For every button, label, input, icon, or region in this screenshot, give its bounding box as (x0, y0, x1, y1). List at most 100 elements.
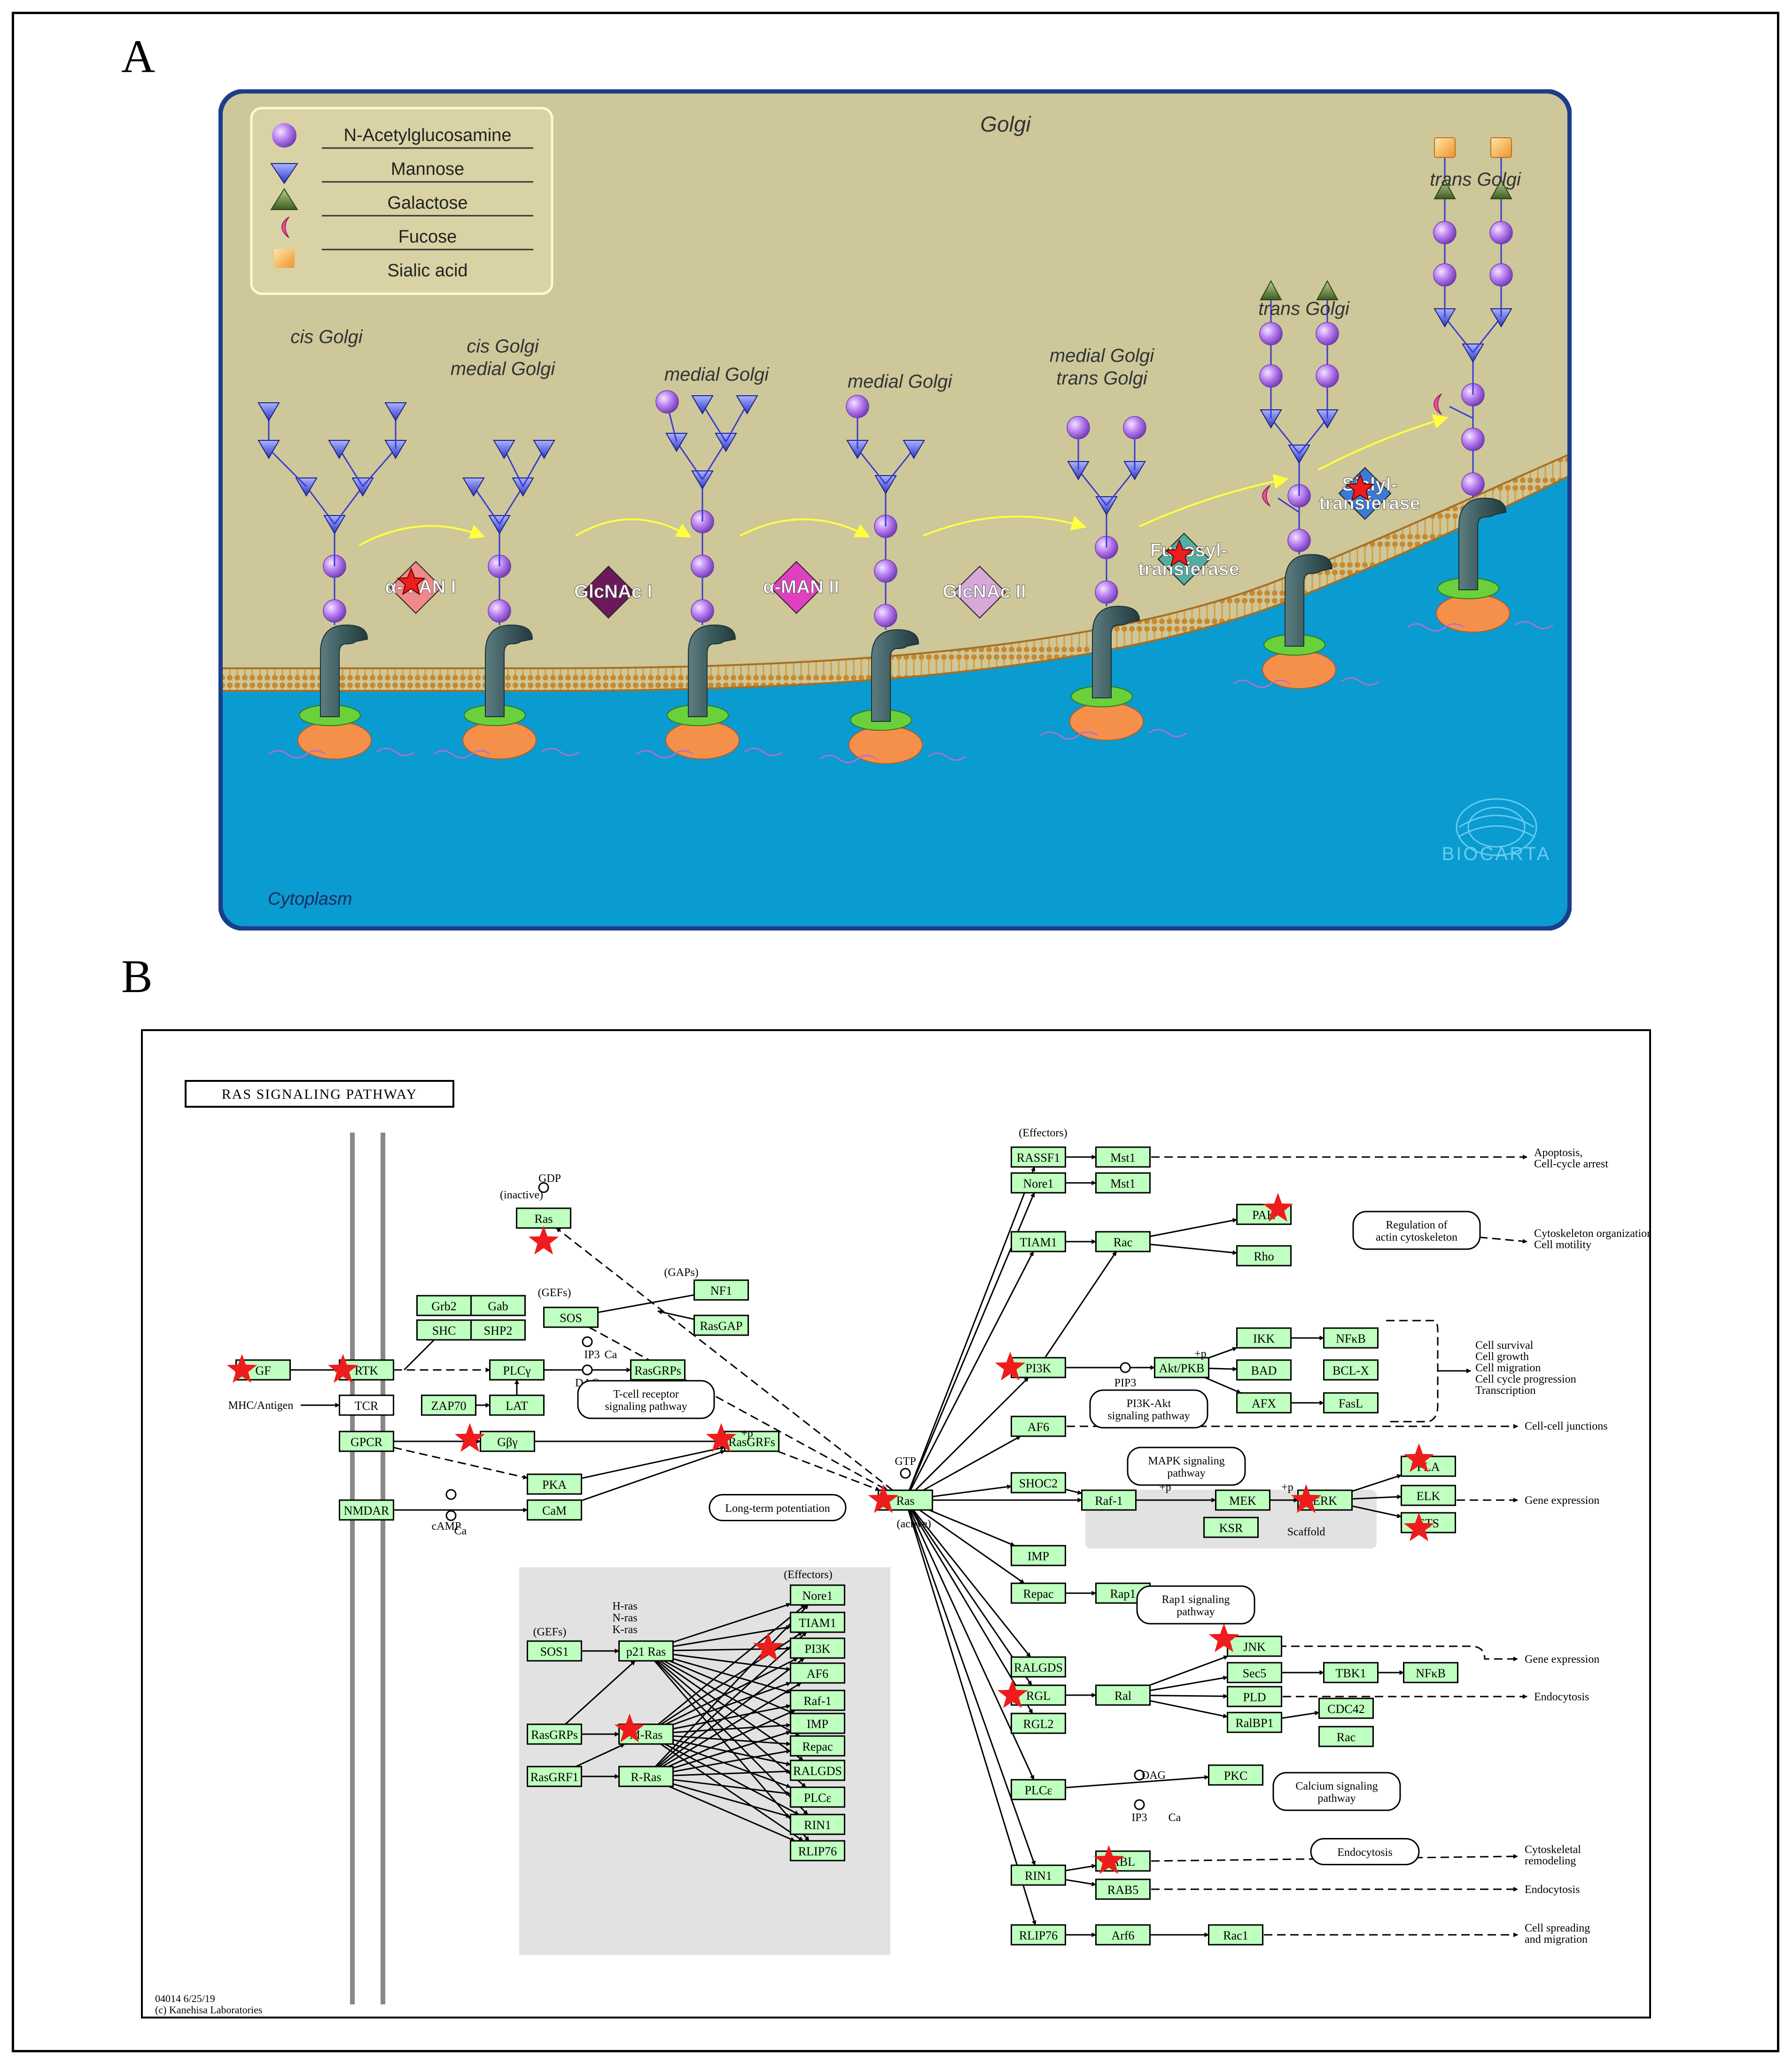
svg-text:RGL2: RGL2 (1023, 1717, 1054, 1731)
gene-repac: Repac (1011, 1582, 1066, 1604)
gene-rassf1: RASSF1 (1011, 1146, 1066, 1168)
gene-akt: Akt/PKB (1154, 1357, 1209, 1378)
gene-sos: SOS (543, 1306, 599, 1328)
svg-text:AF6: AF6 (1028, 1420, 1049, 1434)
compound-icon (445, 1510, 457, 1521)
gene-plcg: PLCγ (489, 1359, 545, 1381)
svg-text:RALGDS: RALGDS (1014, 1661, 1063, 1674)
protein-stalk-icon (1458, 497, 1507, 590)
label-hras: H-ras (612, 1600, 637, 1612)
gene-rab5: RAB5 (1095, 1878, 1151, 1900)
glcnac-icon (691, 555, 714, 578)
svg-text:BAD: BAD (1251, 1364, 1277, 1377)
label-gefs: (GEFs) (538, 1287, 571, 1299)
legend-label: N-Acetylglucosamine (344, 125, 512, 145)
sialic-acid-icon (1490, 137, 1512, 158)
gene-rasgap: RasGAP (693, 1314, 749, 1336)
red-star-icon (995, 1352, 1026, 1381)
svg-text:PI3K: PI3K (1026, 1361, 1052, 1375)
legend-label: Sialic acid (387, 261, 467, 281)
svg-text:Mst1: Mst1 (1110, 1151, 1135, 1165)
svg-text:Ral: Ral (1114, 1689, 1131, 1703)
note-ltp (709, 1494, 847, 1521)
gene-bad: BAD (1236, 1359, 1292, 1381)
outcome-cyto: Cytoskeleton organization (1534, 1228, 1651, 1240)
glcnac-icon (323, 599, 346, 623)
red-star-icon (528, 1226, 559, 1255)
compound-icon (1120, 1362, 1131, 1373)
mannose-icon (874, 475, 897, 494)
note-tcell (577, 1380, 715, 1419)
svg-text:BIOCARTA: BIOCARTA (1442, 844, 1551, 864)
glcnac-icon (488, 599, 511, 623)
enzyme-label: GlcNAc I (574, 581, 653, 602)
gene-e_rin1: RIN1 (790, 1814, 845, 1835)
gene-e_ralgds: RALGDS (790, 1760, 845, 1781)
gene-zap70: ZAP70 (421, 1394, 476, 1416)
mannose-icon (462, 477, 485, 497)
svg-text:Gβγ: Gβγ (497, 1435, 518, 1449)
gene-pka: PKA (527, 1473, 582, 1495)
svg-text:RasGRF1: RasGRF1 (530, 1770, 579, 1784)
outcome-cytoskel: remodeling (1525, 1855, 1576, 1867)
svg-text:PKC: PKC (1224, 1769, 1248, 1783)
galactose-icon (1260, 280, 1282, 300)
red-star-icon (1403, 1443, 1434, 1472)
compound-icon (538, 1182, 549, 1193)
label-dag: DAG (1141, 1769, 1166, 1782)
mannose-icon (257, 402, 280, 422)
svg-text:Rac: Rac (1114, 1236, 1132, 1249)
glcnac-icon (874, 604, 897, 627)
mannose-icon (493, 440, 515, 459)
gene-rasgrps: RasGRPs (630, 1359, 686, 1381)
gene-sec5: Sec5 (1227, 1662, 1282, 1683)
gene-elk: ELK (1401, 1485, 1456, 1506)
svg-text:Regulation of: Regulation of (1386, 1219, 1447, 1231)
glcnac-icon (1067, 416, 1090, 439)
mannose-icon (257, 440, 280, 459)
gene-rlip76: RLIP76 (1011, 1924, 1066, 1946)
gene-nfkb2: NFκB (1403, 1662, 1458, 1683)
enzyme-label: α-MAN I (385, 577, 456, 597)
compartment-label: cis Golgi (290, 327, 363, 347)
svg-text:Rap1 signaling: Rap1 signaling (1162, 1594, 1230, 1606)
galactose-icon (1490, 179, 1512, 199)
gene-ets: ETS (1401, 1512, 1456, 1533)
gene-e_repac: Repac (790, 1735, 845, 1757)
gene-rgl2: RGL2 (1011, 1713, 1066, 1734)
glcnac-icon (1489, 221, 1513, 244)
gene-ikk: IKK (1236, 1327, 1292, 1349)
gene-shoc2: SHOC2 (1011, 1472, 1066, 1494)
svg-text:PI3K: PI3K (805, 1642, 831, 1656)
svg-text:Rac: Rac (1337, 1730, 1356, 1744)
glcnac-icon (1489, 263, 1513, 287)
glcnac-icon (1433, 263, 1457, 287)
gene-arf6: Arf6 (1095, 1924, 1151, 1946)
outcome-junctions: Cell-cell junctions (1525, 1420, 1608, 1432)
outcome-endo2: Endocytosis (1525, 1884, 1580, 1896)
label-scaffold: Scaffold (1287, 1526, 1325, 1538)
legend-label: Mannose (391, 159, 464, 179)
gene-e_tiam1: TIAM1 (790, 1611, 845, 1633)
glcnac-icon (655, 390, 679, 414)
gene-ralgds: RALGDS (1011, 1656, 1066, 1678)
gene-rasgrfs: RasGRFs (724, 1431, 779, 1452)
glcnac-legend-icon (272, 123, 296, 148)
compound-icon (582, 1364, 593, 1376)
svg-text:RGL: RGL (1026, 1689, 1051, 1703)
svg-text:Nore1: Nore1 (1023, 1177, 1054, 1190)
svg-text:Ras: Ras (535, 1212, 553, 1226)
svg-text:Ras: Ras (896, 1494, 915, 1508)
label-gefs: (GEFs) (533, 1626, 567, 1638)
outcome-survival: Cell growth (1475, 1351, 1529, 1363)
svg-text:signaling pathway: signaling pathway (605, 1400, 687, 1413)
red-star-icon (327, 1354, 358, 1383)
label-camp: cAMP (432, 1520, 461, 1533)
gene-tcr: TCR (339, 1394, 394, 1416)
gene-e_raf1: Raf-1 (790, 1690, 845, 1711)
mannose-icon (903, 440, 925, 459)
glcnac-icon (1461, 428, 1485, 451)
svg-text:Repac: Repac (1023, 1587, 1054, 1601)
